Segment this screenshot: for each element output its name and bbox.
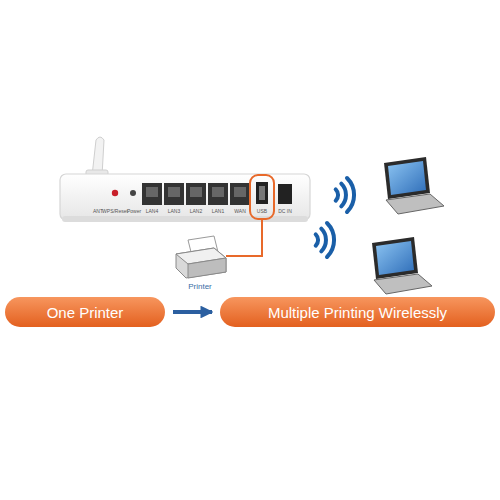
wave-arc: [347, 178, 354, 212]
port-label: WPS/Reset: [102, 208, 128, 214]
laptop-icon: [372, 237, 432, 294]
laptop-frame: [384, 157, 430, 199]
port-label: LAN4: [146, 208, 159, 214]
printer-body: [176, 248, 226, 278]
lan-port: [164, 183, 184, 205]
printer-icon: [176, 236, 226, 278]
lan-port: [142, 183, 162, 205]
usb-socket: [259, 186, 265, 200]
port-label: USB: [257, 208, 267, 214]
port-label: Power: [127, 208, 141, 214]
usb-cable: [226, 219, 262, 256]
ethernet-ports: [142, 183, 250, 205]
port-label: ANT: [93, 208, 103, 214]
port-socket: [190, 187, 202, 197]
dc-port: [278, 184, 292, 204]
laptop-base: [386, 194, 444, 214]
wave-arc: [327, 223, 334, 257]
antenna: [86, 137, 108, 178]
reset-button: [112, 190, 118, 196]
router-body: [60, 174, 310, 220]
port-socket: [234, 187, 246, 197]
wave-arc: [316, 234, 318, 245]
wave-arc: [336, 189, 338, 200]
laptop-screen: [376, 241, 414, 275]
port-label: WAN: [234, 208, 245, 214]
port-label: LAN2: [190, 208, 203, 214]
port-socket: [212, 187, 224, 197]
device-label: Printer: [188, 282, 212, 291]
wireless-waves: [316, 178, 354, 257]
usb-highlight: [250, 175, 274, 219]
port-socket: [146, 187, 158, 197]
band-text: One Printer: [47, 304, 124, 321]
power-jack: [130, 190, 136, 196]
usb-port: [256, 182, 268, 204]
wan-port: [230, 183, 250, 205]
flow-arrow: [173, 310, 212, 314]
process-band: Multiple Printing Wirelessly: [220, 297, 495, 327]
port-socket: [168, 187, 180, 197]
lan-port: [186, 183, 206, 205]
printer-front: [188, 258, 226, 278]
wave-arc: [341, 184, 346, 207]
process-band: One Printer: [5, 297, 165, 327]
port-label: DC IN: [278, 208, 292, 214]
laptop-frame: [372, 237, 418, 279]
laptop-icon: [384, 157, 444, 214]
band-text: Multiple Printing Wirelessly: [268, 304, 447, 321]
wave-arc: [321, 229, 326, 252]
port-label: LAN1: [212, 208, 225, 214]
port-label: LAN3: [168, 208, 181, 214]
lan-port: [208, 183, 228, 205]
laptop-screen: [388, 161, 426, 195]
laptop-base: [374, 274, 432, 294]
